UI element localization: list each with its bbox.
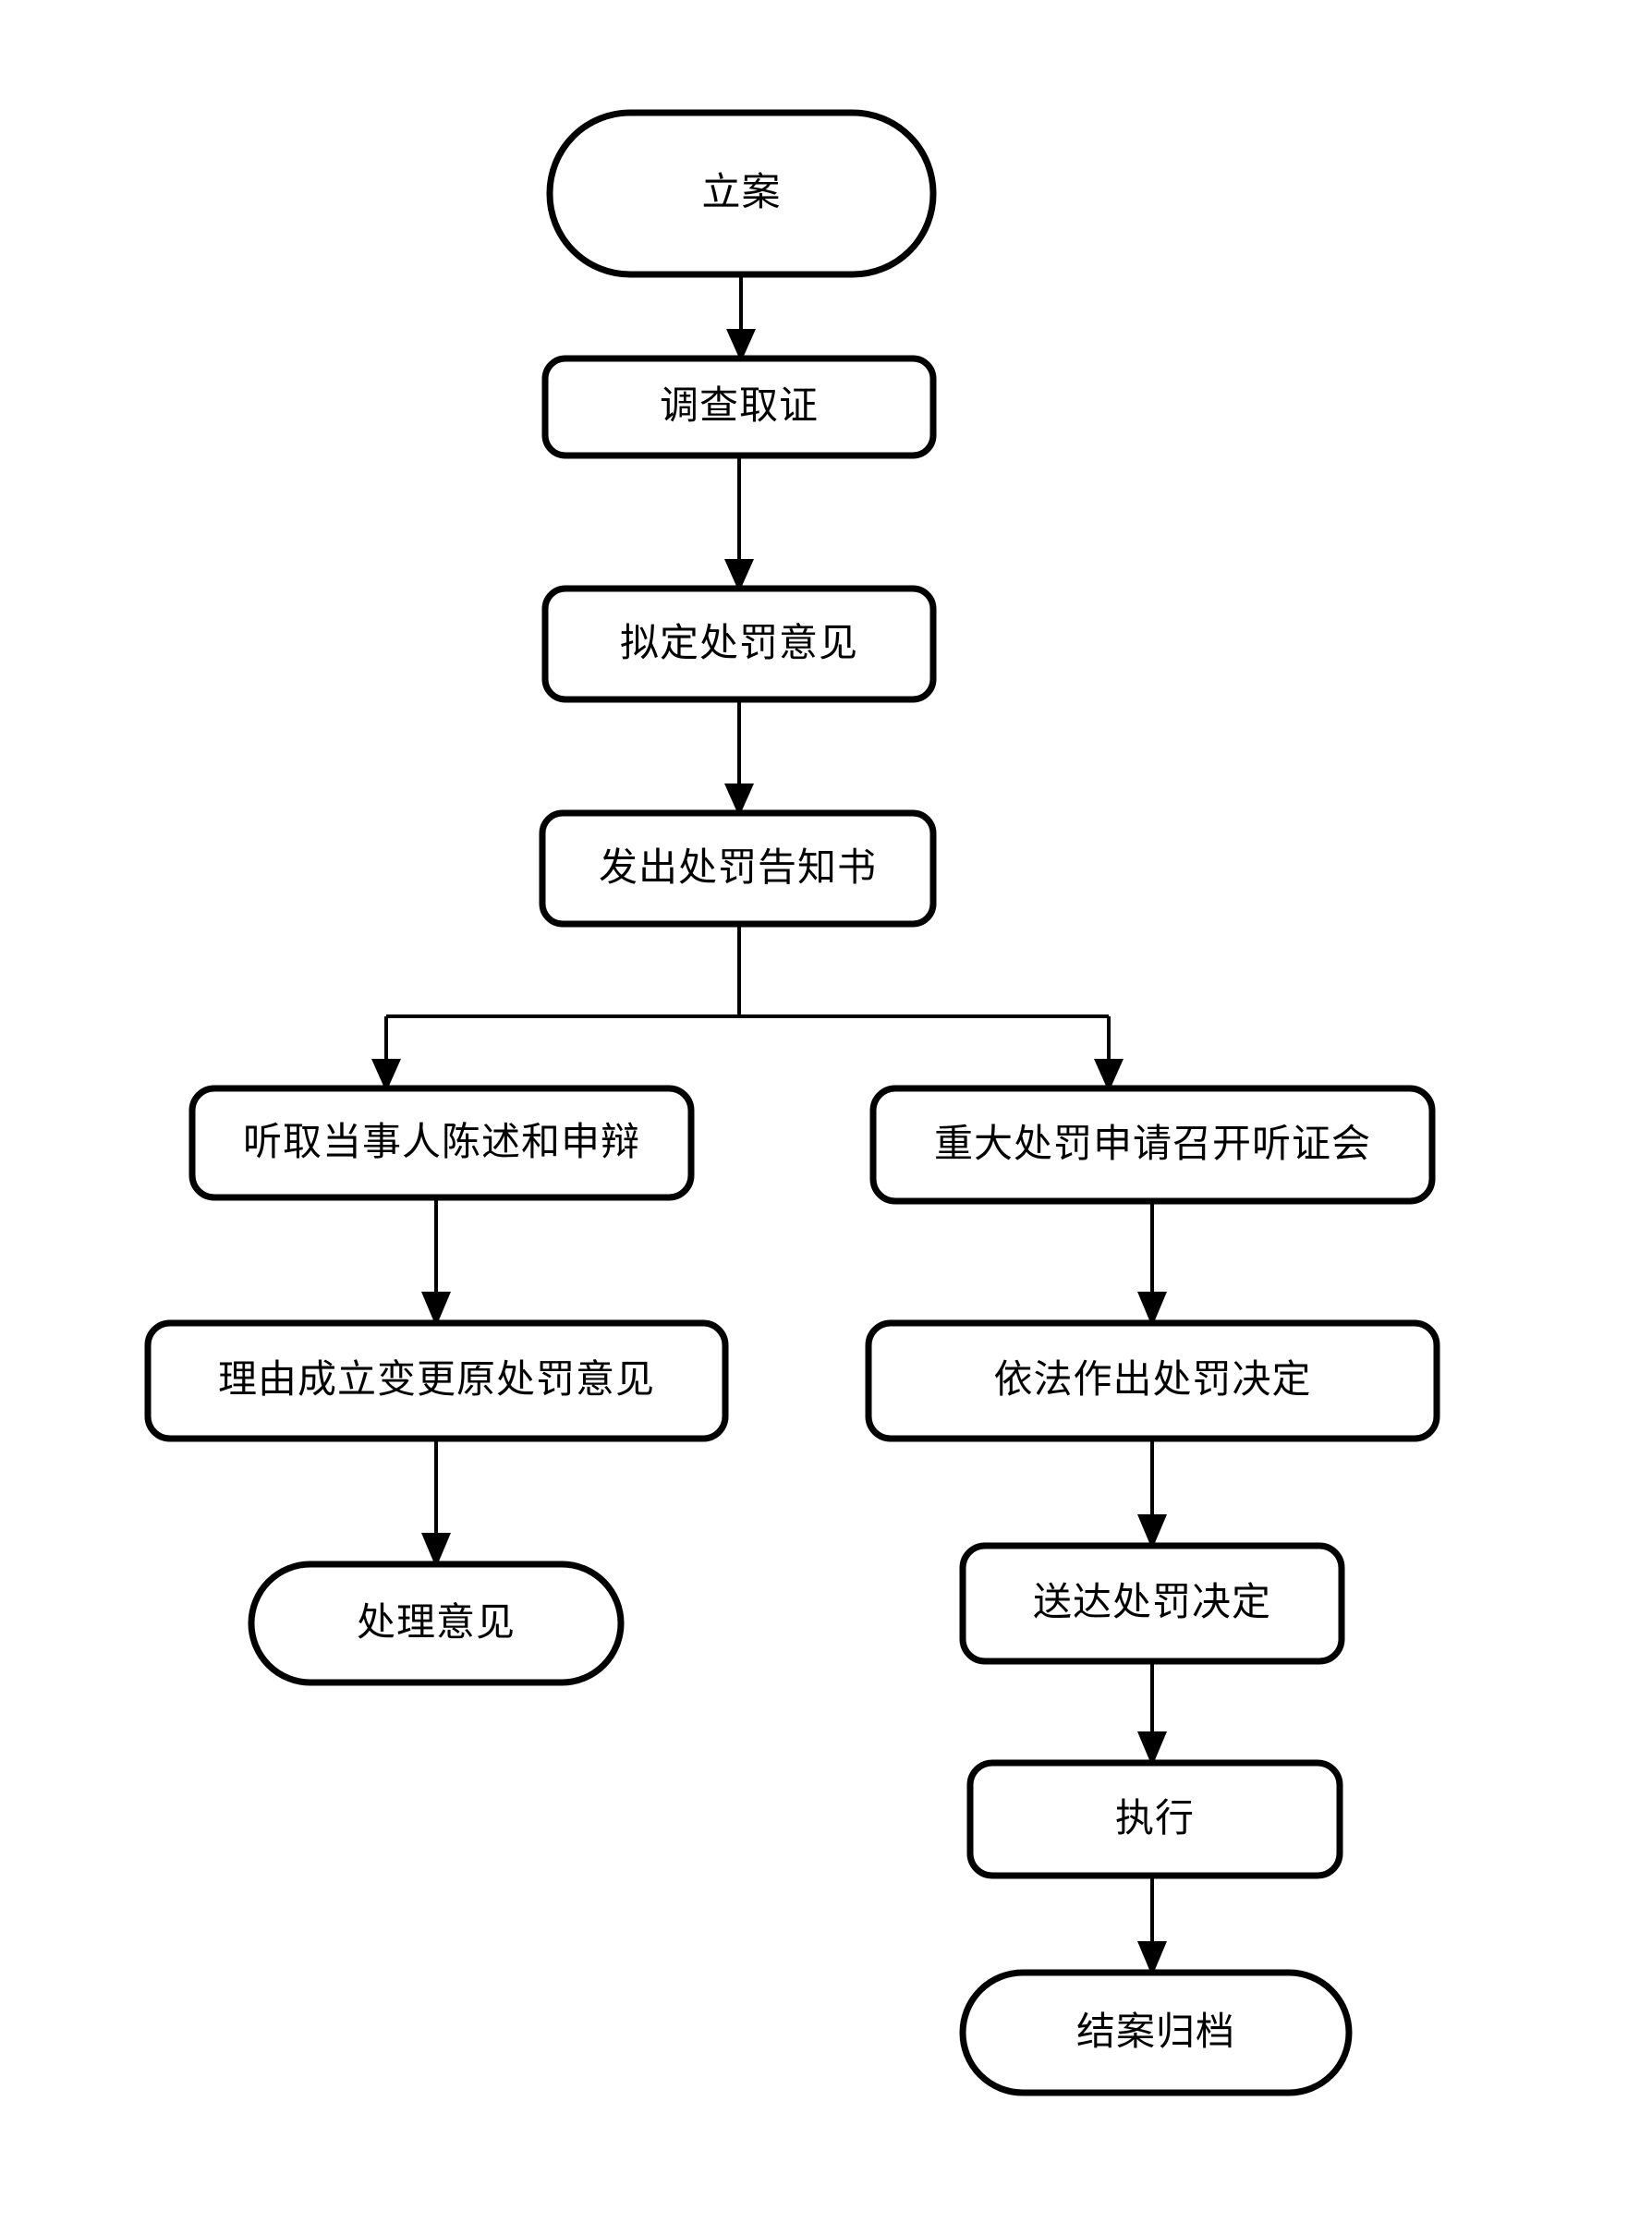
node-shape-fachuchufagaozhishu[interactable] bbox=[539, 809, 937, 928]
edge-zhongda-to-yifa bbox=[1137, 1201, 1167, 1327]
edge-diaocha-to-nding bbox=[724, 456, 754, 592]
edge-split-branch bbox=[371, 924, 1124, 1092]
node-shape-chuliyijian[interactable] bbox=[248, 1561, 625, 1686]
edge-songda-to-zhixing bbox=[1137, 1661, 1167, 1767]
node-shape-liyouchenglibiangengyuanchufayijian[interactable] bbox=[144, 1319, 729, 1442]
node-shape-yifazuochuchufajueding[interactable] bbox=[865, 1319, 1440, 1442]
node-shape-group bbox=[144, 109, 1440, 2096]
node-shape-diaochaquzheng[interactable] bbox=[541, 355, 937, 459]
edge-zhixing-to-jiean bbox=[1137, 1876, 1167, 1976]
node-shape-zhongdachufashenqingzhaokaitingzhenghui[interactable] bbox=[869, 1085, 1436, 1205]
node-shape-jieanguidang[interactable] bbox=[959, 1969, 1353, 2096]
node-shape-liaan[interactable] bbox=[546, 109, 937, 278]
edge-group bbox=[371, 274, 1167, 1976]
edge-nding-to-fachu bbox=[724, 699, 754, 817]
node-shape-songdachufajueding[interactable] bbox=[959, 1542, 1345, 1665]
node-shape-tingqudangshirenchenshuheshenbian[interactable] bbox=[188, 1085, 695, 1201]
edge-liaan-to-diaocha bbox=[726, 274, 756, 362]
edge-yifa-to-songda bbox=[1137, 1439, 1167, 1549]
edge-tingqu-to-liyou bbox=[421, 1197, 451, 1327]
node-shape-zhixing[interactable] bbox=[966, 1759, 1343, 1879]
edge-liyou-to-chuli bbox=[421, 1439, 451, 1568]
node-shape-nidingchufayijian[interactable] bbox=[541, 585, 937, 703]
